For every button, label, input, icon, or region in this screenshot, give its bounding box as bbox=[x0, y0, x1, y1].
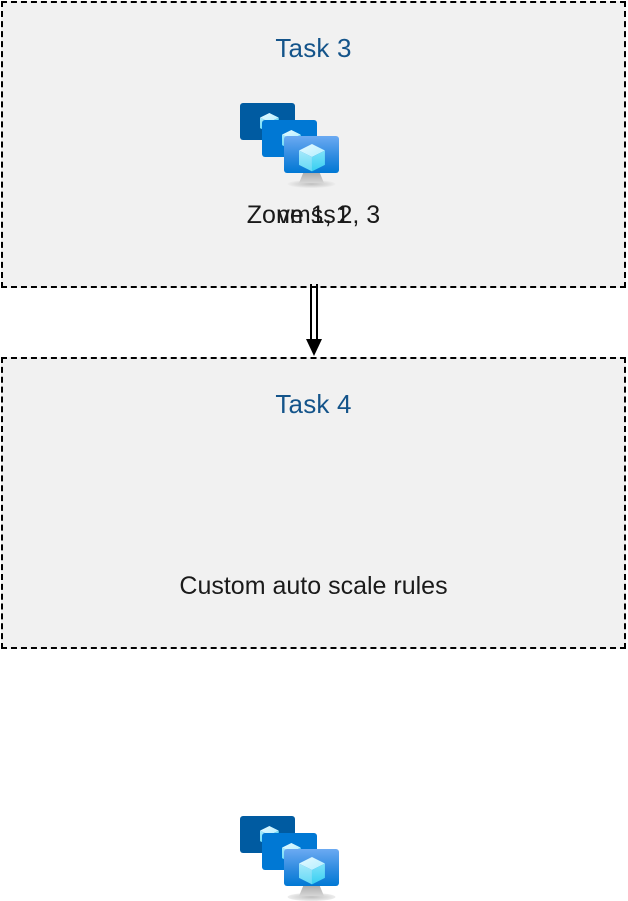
task-box-task-3[interactable]: Task 3 bbox=[1, 1, 626, 288]
task-box-task-4[interactable]: Task 4 bbox=[1, 357, 626, 901]
task-box-caption-line: Zone 1, 2, 3 bbox=[246, 201, 381, 229]
azure-vm-scale-set-icon bbox=[238, 809, 348, 901]
task-box-title: Task 3 bbox=[275, 33, 352, 63]
task-box-title: Task 4 bbox=[275, 389, 352, 419]
task-box-caption-line: Custom auto scale rules bbox=[179, 572, 448, 600]
flow-connector-arrow bbox=[296, 284, 332, 360]
azure-vm-scale-set-icon bbox=[238, 96, 348, 188]
task-box-caption-line: vmss1 bbox=[277, 201, 350, 229]
task-box-caption-group: vmss1 Zone 1, 2, 3 bbox=[3, 200, 624, 230]
